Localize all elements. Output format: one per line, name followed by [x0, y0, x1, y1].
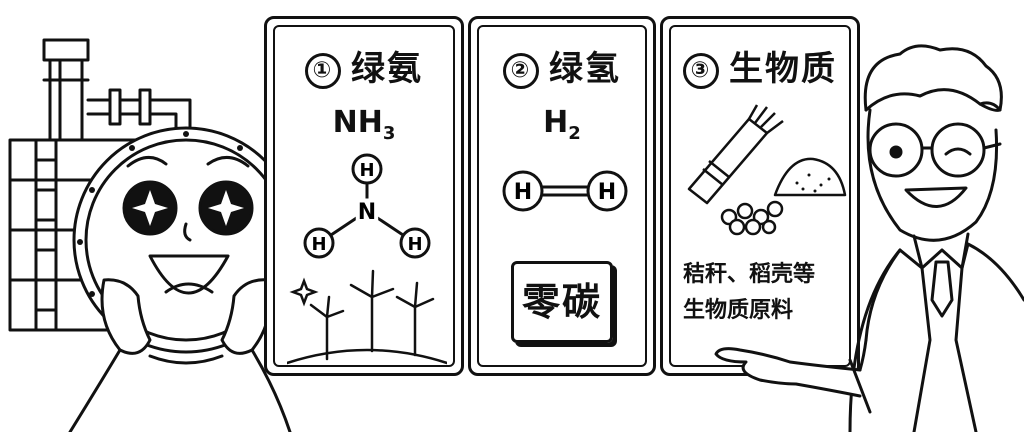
atom-h-right: H [407, 234, 422, 255]
panel-title-text: 绿氨 [351, 49, 423, 89]
panel-title-text: 绿氢 [549, 49, 621, 89]
atom-h-top: H [359, 160, 374, 181]
panel-number: ③ [683, 52, 719, 89]
pellets-icon [720, 200, 784, 236]
panel-biomass: ③ 生物质 [660, 16, 860, 376]
panel-frame [477, 25, 647, 367]
ammonia-molecule: H N N H H [303, 153, 431, 259]
panel-title-text: 生物质 [729, 49, 837, 89]
atom-h-right: H [598, 180, 616, 205]
desc-line-1: 秸秆、稻壳等 [683, 262, 816, 287]
atom-n-center: N [358, 200, 376, 225]
panel-number: ① [305, 52, 341, 89]
panel-title: ③ 生物质 [663, 41, 857, 90]
formula-main: NH [332, 105, 383, 140]
boiler-character [8, 38, 300, 432]
panel-title: ② 绿氢 [471, 41, 653, 90]
scientist-character [714, 44, 1024, 432]
formula-main: H [543, 105, 569, 140]
svg-text:N: N [358, 200, 376, 225]
panel-title: ① 绿氨 [267, 41, 461, 90]
hydrogen-molecule: H H [502, 170, 628, 212]
zero-carbon-badge: 零碳 [511, 261, 613, 343]
wind-turbine-icon [287, 269, 447, 365]
rice-husk-pile-icon [773, 157, 847, 197]
formula-subscript: 2 [568, 123, 581, 144]
formula-subscript: 3 [382, 123, 396, 144]
chemical-formula: NH3 [267, 105, 461, 144]
atom-h-left: H [514, 180, 532, 205]
chemical-formula: H2 [471, 105, 653, 144]
panel-number: ② [503, 52, 539, 89]
atom-h-left: H [311, 234, 326, 255]
straw-bundle-icon [687, 104, 784, 205]
desc-line-2: 生物质原料 [683, 298, 794, 323]
biomass-materials [687, 104, 847, 236]
panel-frame [273, 25, 455, 367]
biomass-description: 秸秆、稻壳等 生物质原料 [683, 257, 847, 329]
